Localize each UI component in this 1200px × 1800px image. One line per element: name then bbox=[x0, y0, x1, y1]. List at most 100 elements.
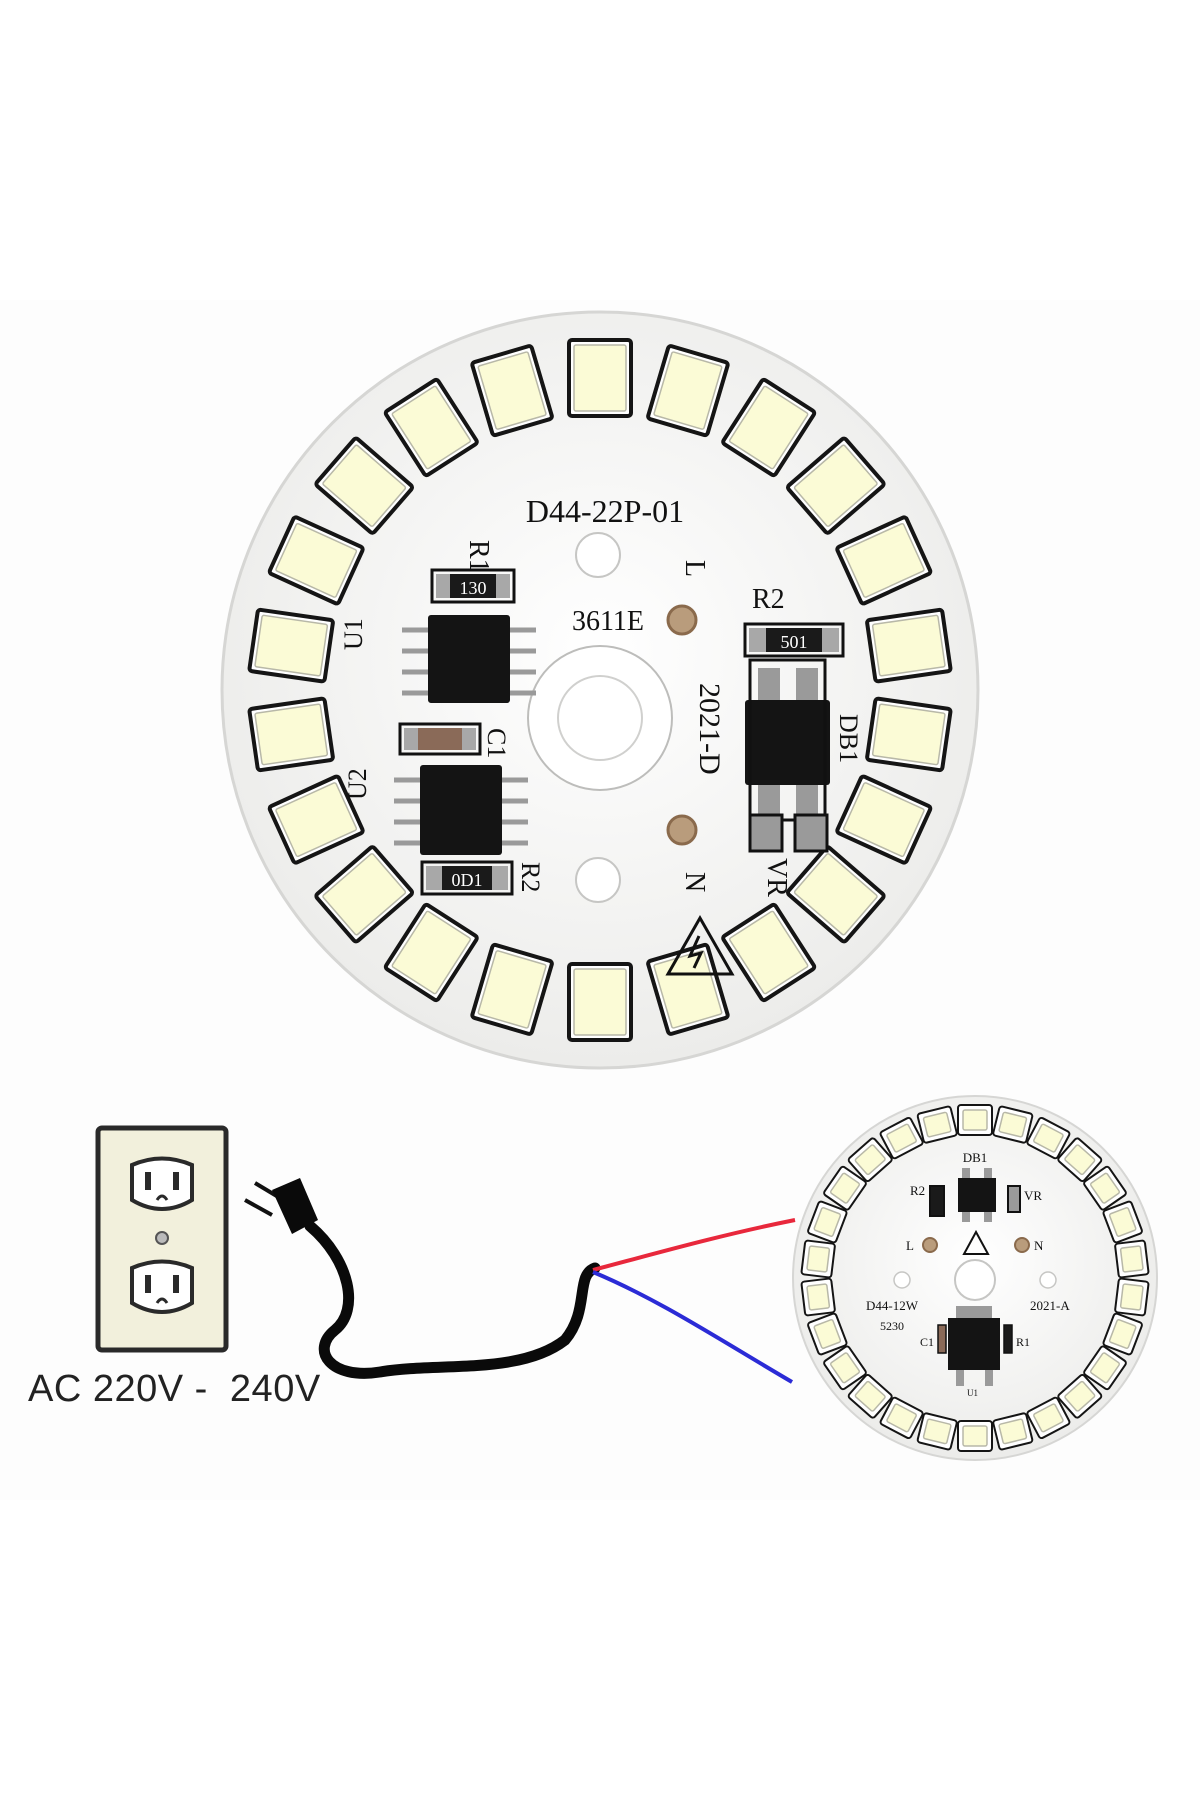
small-led bbox=[916, 1412, 958, 1451]
small-led bbox=[879, 1396, 924, 1440]
small-led bbox=[800, 1239, 836, 1279]
small-label-r2: R2 bbox=[910, 1183, 925, 1198]
small-led bbox=[879, 1116, 924, 1160]
label-r1-value: 130 bbox=[460, 578, 487, 598]
main-led bbox=[786, 436, 886, 535]
main-led bbox=[247, 696, 335, 773]
small-led bbox=[957, 1104, 993, 1136]
main-board-code: 3611E bbox=[572, 606, 644, 637]
main-led bbox=[865, 607, 953, 684]
small-label-live: L bbox=[906, 1238, 914, 1253]
db1-bridge bbox=[745, 658, 830, 822]
small-led bbox=[1083, 1165, 1127, 1211]
small-label-r1: R1 bbox=[1016, 1335, 1030, 1349]
main-board-model: D44-22P-01 bbox=[526, 493, 684, 529]
small-label-u1: U1 bbox=[967, 1388, 978, 1398]
main-led bbox=[383, 377, 479, 478]
small-board-date: 2021-A bbox=[1030, 1298, 1070, 1313]
main-led bbox=[835, 515, 933, 606]
main-led bbox=[470, 942, 554, 1036]
small-board-model: D44-12W bbox=[866, 1298, 919, 1313]
main-led bbox=[470, 344, 554, 438]
small-led bbox=[1057, 1374, 1103, 1419]
label-neutral: N bbox=[679, 872, 710, 892]
small-led bbox=[1083, 1345, 1127, 1391]
small-led bbox=[1057, 1137, 1103, 1182]
small-center-hole bbox=[954, 1259, 996, 1301]
small-led bbox=[847, 1137, 893, 1182]
main-board-date: 2021-D bbox=[693, 683, 726, 775]
voltage-caption: AC 220V - 240V bbox=[28, 1368, 321, 1410]
small-label-c1: C1 bbox=[920, 1335, 934, 1349]
plug-icon bbox=[244, 1178, 318, 1234]
small-led-ring bbox=[800, 1104, 1150, 1452]
screw-hole-top bbox=[575, 532, 621, 578]
small-label-vr: VR bbox=[1024, 1188, 1042, 1203]
live-solder-pad bbox=[666, 604, 698, 636]
main-led bbox=[646, 344, 730, 438]
small-led bbox=[847, 1374, 893, 1419]
small-label-neutral: N bbox=[1034, 1238, 1044, 1253]
small-vr-pad bbox=[1007, 1185, 1021, 1213]
label-db1: DB1 bbox=[834, 714, 863, 763]
label-r2-lower-value: 0D1 bbox=[452, 870, 483, 890]
label-vr: VR bbox=[761, 858, 792, 897]
small-led bbox=[823, 1345, 867, 1391]
small-u1-chip bbox=[948, 1318, 1000, 1370]
r1-resistor bbox=[430, 568, 516, 604]
neutral-solder-pad bbox=[666, 814, 698, 846]
small-label-db1: DB1 bbox=[963, 1150, 988, 1165]
label-u2: U2 bbox=[343, 768, 372, 800]
live-wire bbox=[592, 1218, 796, 1272]
small-r2-resistor bbox=[929, 1185, 945, 1217]
u2-chip bbox=[394, 765, 528, 855]
r2-lower-resistor bbox=[420, 860, 514, 896]
small-led bbox=[800, 1277, 836, 1317]
main-led-ring bbox=[247, 338, 953, 1042]
small-led bbox=[916, 1105, 958, 1144]
main-led bbox=[786, 845, 886, 944]
small-led bbox=[992, 1105, 1034, 1144]
small-led bbox=[1026, 1116, 1071, 1160]
main-led bbox=[267, 774, 365, 865]
neutral-wire bbox=[592, 1270, 794, 1384]
small-warning-triangle-icon bbox=[962, 1229, 990, 1255]
small-led bbox=[1114, 1239, 1150, 1279]
small-board-code: 5230 bbox=[880, 1319, 904, 1333]
small-led bbox=[807, 1312, 848, 1356]
main-led bbox=[721, 902, 817, 1003]
label-r1: R1 bbox=[463, 540, 494, 573]
main-led bbox=[721, 377, 817, 478]
label-c1: C1 bbox=[482, 728, 511, 758]
small-db1-bridge bbox=[958, 1178, 996, 1212]
main-led bbox=[314, 436, 414, 535]
label-r2-value: 501 bbox=[781, 632, 808, 652]
main-led bbox=[314, 845, 414, 944]
power-cord bbox=[304, 1220, 601, 1379]
small-led-board: DB1 R2 VR L N D44-12W 2021-A 5230 C1 R1 … bbox=[792, 1095, 1158, 1461]
small-led bbox=[957, 1420, 993, 1452]
screw-hole-bottom bbox=[575, 857, 621, 903]
label-r2-lower: R2 bbox=[516, 862, 545, 892]
vr-pads bbox=[748, 813, 829, 853]
u1-chip bbox=[402, 615, 536, 703]
main-led bbox=[865, 696, 953, 773]
outlet-icon bbox=[95, 1125, 229, 1353]
label-u1: U1 bbox=[339, 618, 368, 650]
r2-resistor bbox=[743, 622, 845, 658]
label-r2: R2 bbox=[752, 584, 785, 615]
main-led bbox=[567, 962, 633, 1042]
main-led bbox=[383, 902, 479, 1003]
small-led bbox=[1114, 1277, 1150, 1317]
warning-triangle-icon bbox=[665, 914, 735, 976]
small-led bbox=[992, 1412, 1034, 1451]
label-live: L bbox=[679, 560, 710, 577]
small-led bbox=[1102, 1312, 1143, 1356]
main-led-board: D44-22P-01 3611E 2021-D R1 130 R2 501 R2… bbox=[220, 310, 980, 1070]
small-led bbox=[1026, 1396, 1071, 1440]
small-led bbox=[823, 1165, 867, 1211]
small-led bbox=[807, 1200, 848, 1244]
main-led bbox=[247, 607, 335, 684]
main-led bbox=[267, 515, 365, 606]
